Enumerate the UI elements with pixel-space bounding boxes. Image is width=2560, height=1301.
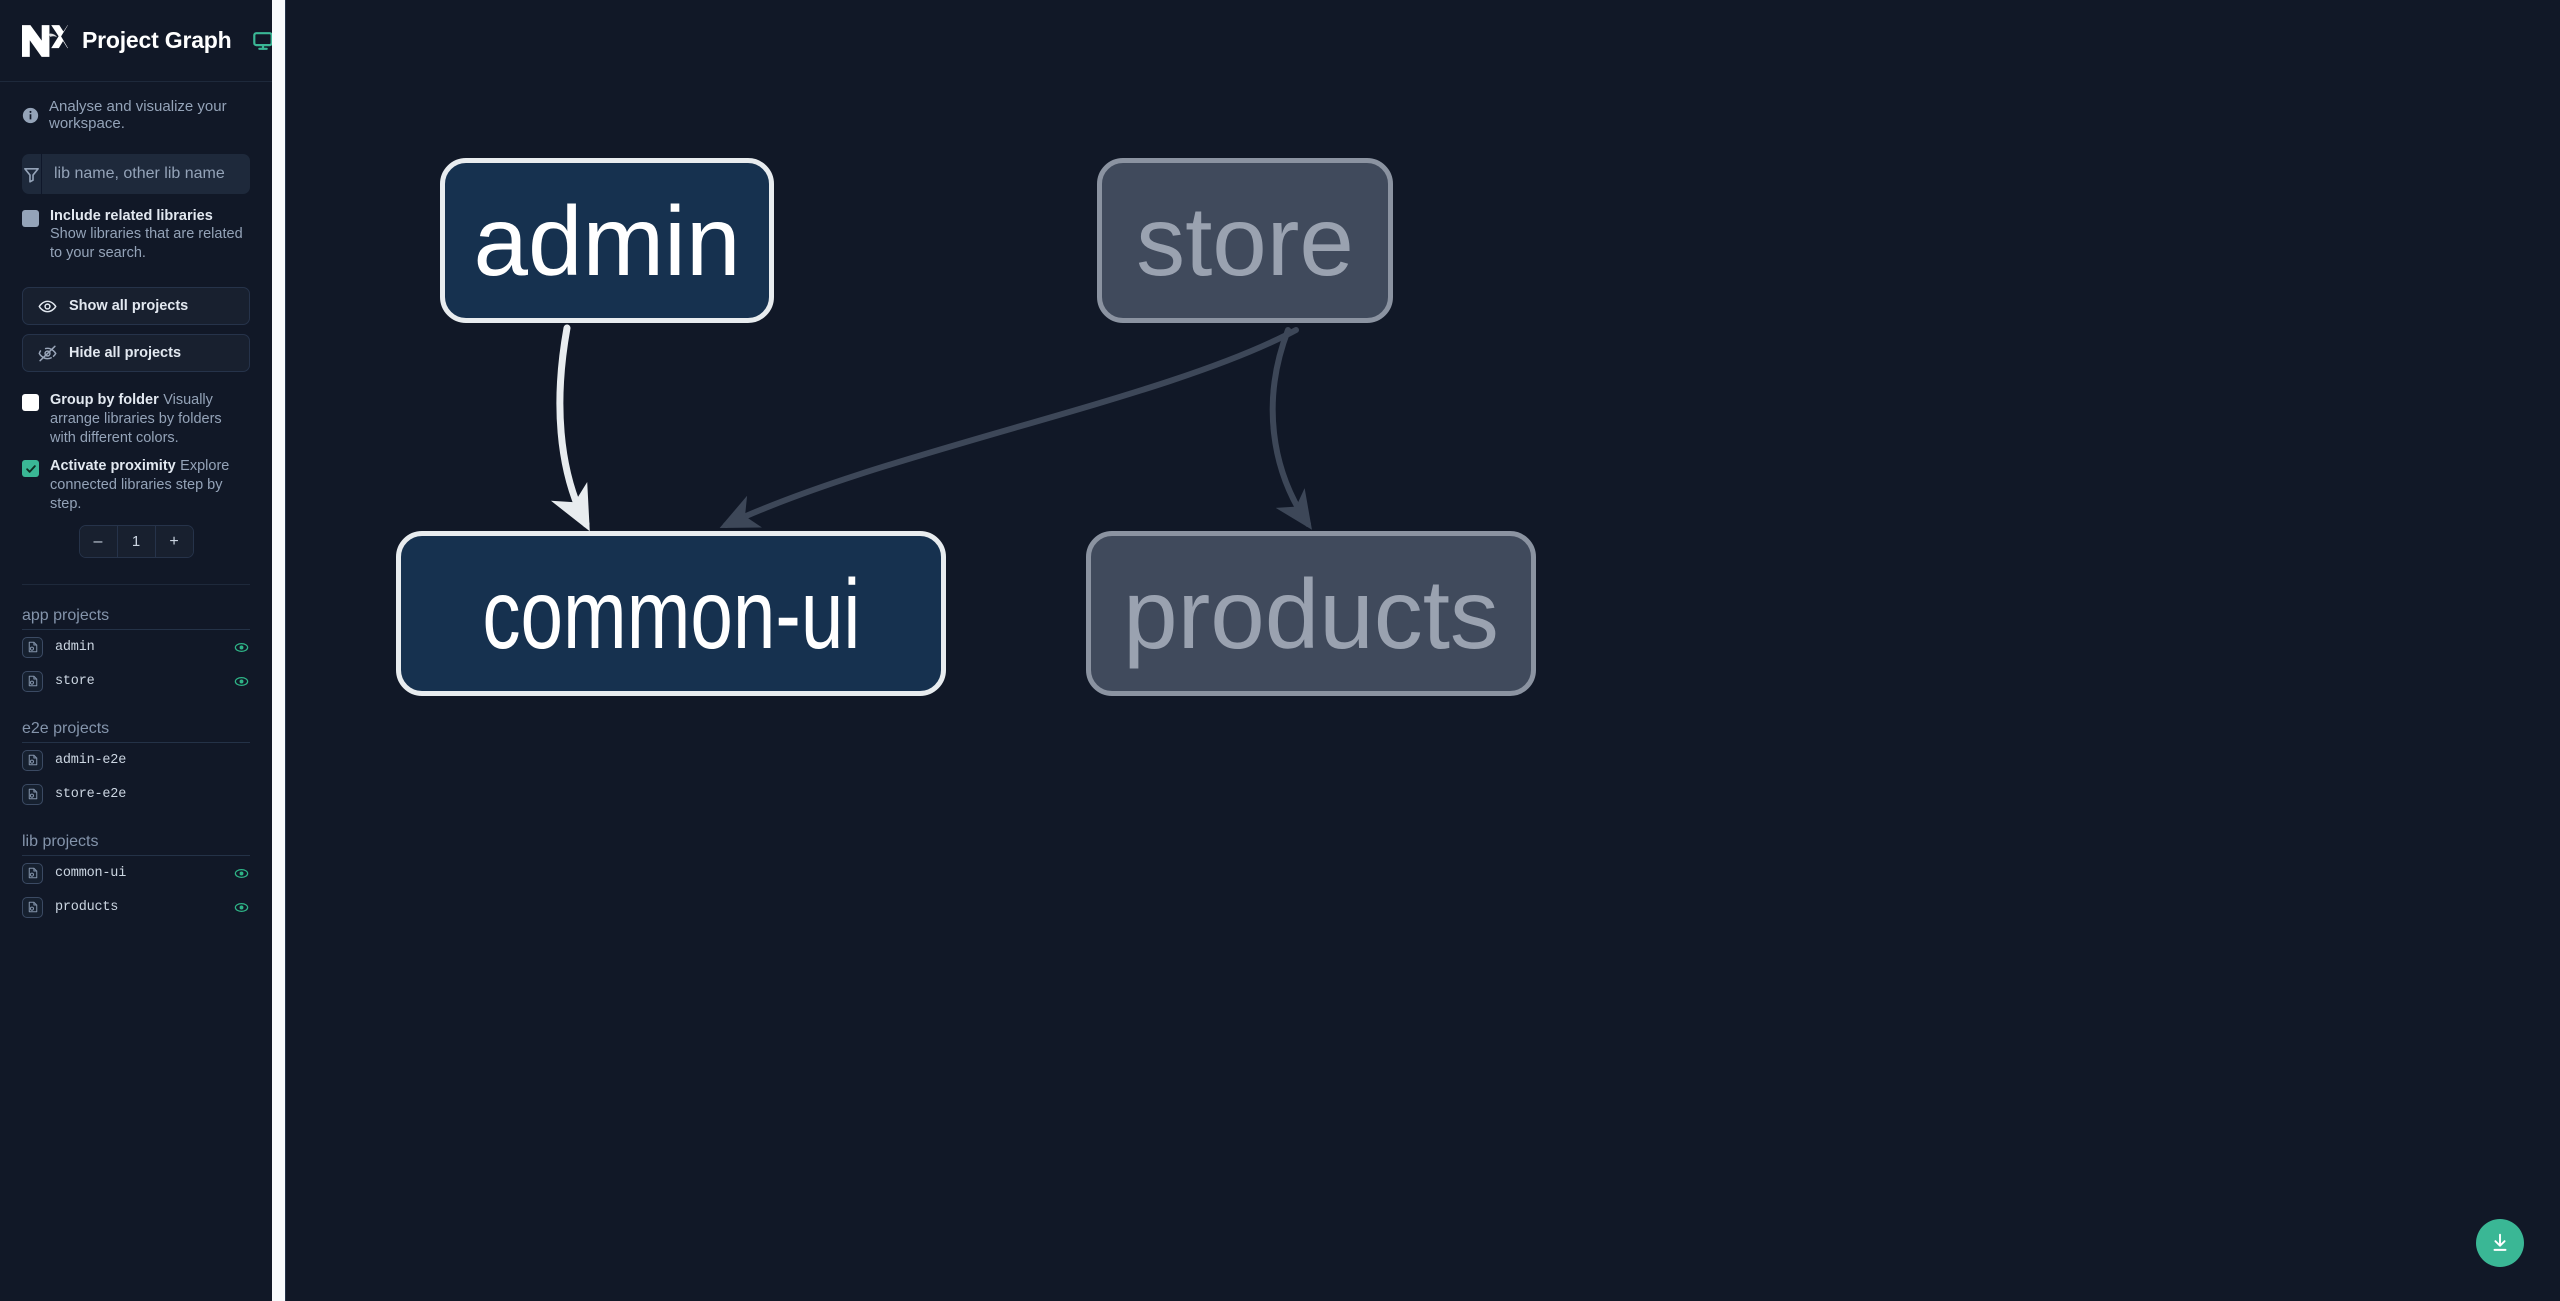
graph-node-store-label: store	[1136, 185, 1354, 296]
include-related-label: Include related libraries	[50, 208, 213, 224]
graph-node-admin-label: admin	[473, 185, 741, 296]
project-groups-list: app projects admin store e2e projects admin-…	[22, 607, 250, 924]
proximity-increment-button[interactable]: +	[155, 526, 193, 557]
edge-store-to-products	[1269, 327, 1312, 530]
project-group-title-lib-projects: lib projects	[22, 833, 250, 856]
project-list-item-admin-e2e[interactable]: admin-e2e	[22, 743, 250, 777]
edge-store-to-common-ui	[719, 327, 1299, 528]
search-bar[interactable]	[22, 154, 250, 194]
project-list-item-label: admin-e2e	[55, 752, 127, 768]
eye-off-icon	[38, 344, 57, 363]
project-list-item-label: store	[55, 673, 95, 689]
project-visibility-eye-icon[interactable]	[233, 899, 250, 916]
hide-all-projects-button[interactable]: Hide all projects	[22, 334, 250, 372]
sidebar-divider	[22, 584, 250, 585]
project-list-item-store-e2e[interactable]: store-e2e	[22, 777, 250, 811]
project-file-icon	[22, 862, 43, 884]
project-list-item-label: products	[55, 899, 119, 915]
search-input[interactable]	[42, 154, 250, 194]
include-related-checkbox[interactable]	[22, 210, 39, 227]
proximity-stepper[interactable]: – 1 +	[78, 525, 194, 558]
project-group-title-e2e-projects: e2e projects	[22, 720, 250, 743]
graph-node-common-ui[interactable]: common-ui	[396, 531, 946, 696]
group-by-folder-checkbox[interactable]	[22, 394, 39, 411]
project-list-item-admin[interactable]: admin	[22, 630, 250, 664]
project-visibility-eye-icon[interactable]	[233, 673, 250, 690]
sidebar-controls: Include related libraries Show libraries…	[0, 144, 272, 924]
tagline: Analyse and visualize your workspace.	[0, 82, 272, 144]
graph-edges	[550, 324, 1312, 532]
info-icon	[22, 107, 39, 124]
project-list-item-label: common-ui	[55, 865, 127, 881]
download-icon	[2489, 1232, 2511, 1254]
activate-proximity-description: Explore connected libraries step by step…	[50, 458, 230, 512]
sidebar-resize-handle[interactable]	[272, 0, 286, 1301]
include-related-libraries-option[interactable]: Include related libraries Show libraries…	[22, 207, 250, 263]
graph-node-products-label: products	[1123, 558, 1499, 669]
group-by-folder-option[interactable]: Group by folder Visually arrange librari…	[22, 391, 250, 448]
graph-node-admin[interactable]: admin	[440, 158, 774, 323]
project-list-item-label: store-e2e	[55, 786, 127, 802]
activate-proximity-option[interactable]: Activate proximity Explore connected lib…	[22, 457, 250, 514]
include-related-description: Show libraries that are related to your …	[50, 226, 243, 261]
graph-node-common-ui-label: common-ui	[481, 558, 861, 669]
download-graph-button[interactable]	[2476, 1219, 2524, 1267]
funnel-filter-icon	[22, 154, 42, 194]
group-by-folder-label: Group by folder	[50, 392, 159, 408]
proximity-value: 1	[116, 526, 156, 557]
activate-proximity-label: Activate proximity	[50, 458, 176, 474]
activate-proximity-checkbox[interactable]	[22, 460, 39, 477]
group-by-folder-description: Visually arrange libraries by folders wi…	[50, 392, 222, 446]
graph-node-store[interactable]: store	[1097, 158, 1393, 323]
project-file-icon	[22, 749, 43, 771]
project-list-item-common-ui[interactable]: common-ui	[22, 856, 250, 890]
sidebar: Project Graph Analyse and visualize your…	[0, 0, 272, 1301]
graph-node-products[interactable]: products	[1086, 531, 1536, 696]
project-visibility-eye-icon[interactable]	[233, 639, 250, 656]
project-file-icon	[22, 670, 43, 692]
show-all-projects-label: Show all projects	[69, 298, 189, 314]
project-visibility-eye-icon[interactable]	[233, 865, 250, 882]
eye-icon	[38, 297, 57, 316]
project-list-item-store[interactable]: store	[22, 664, 250, 698]
hide-all-projects-label: Hide all projects	[69, 345, 182, 361]
monitor-icon[interactable]	[246, 30, 272, 52]
project-group-title-app-projects: app projects	[22, 607, 250, 630]
tagline-text: Analyse and visualize your workspace.	[49, 98, 227, 132]
edge-admin-to-common-ui	[550, 324, 590, 532]
proximity-decrement-button[interactable]: –	[79, 526, 117, 557]
project-file-icon	[22, 636, 43, 658]
project-list-item-label: admin	[55, 639, 95, 655]
page-title: Project Graph	[82, 27, 232, 53]
project-file-icon	[22, 783, 43, 805]
nx-logo-icon	[22, 21, 68, 61]
graph-canvas[interactable]: admin store common-ui products	[286, 0, 2560, 1301]
show-all-projects-button[interactable]: Show all projects	[22, 287, 250, 325]
project-list-item-products[interactable]: products	[22, 890, 250, 924]
project-file-icon	[22, 896, 43, 918]
sidebar-header: Project Graph	[0, 0, 272, 82]
